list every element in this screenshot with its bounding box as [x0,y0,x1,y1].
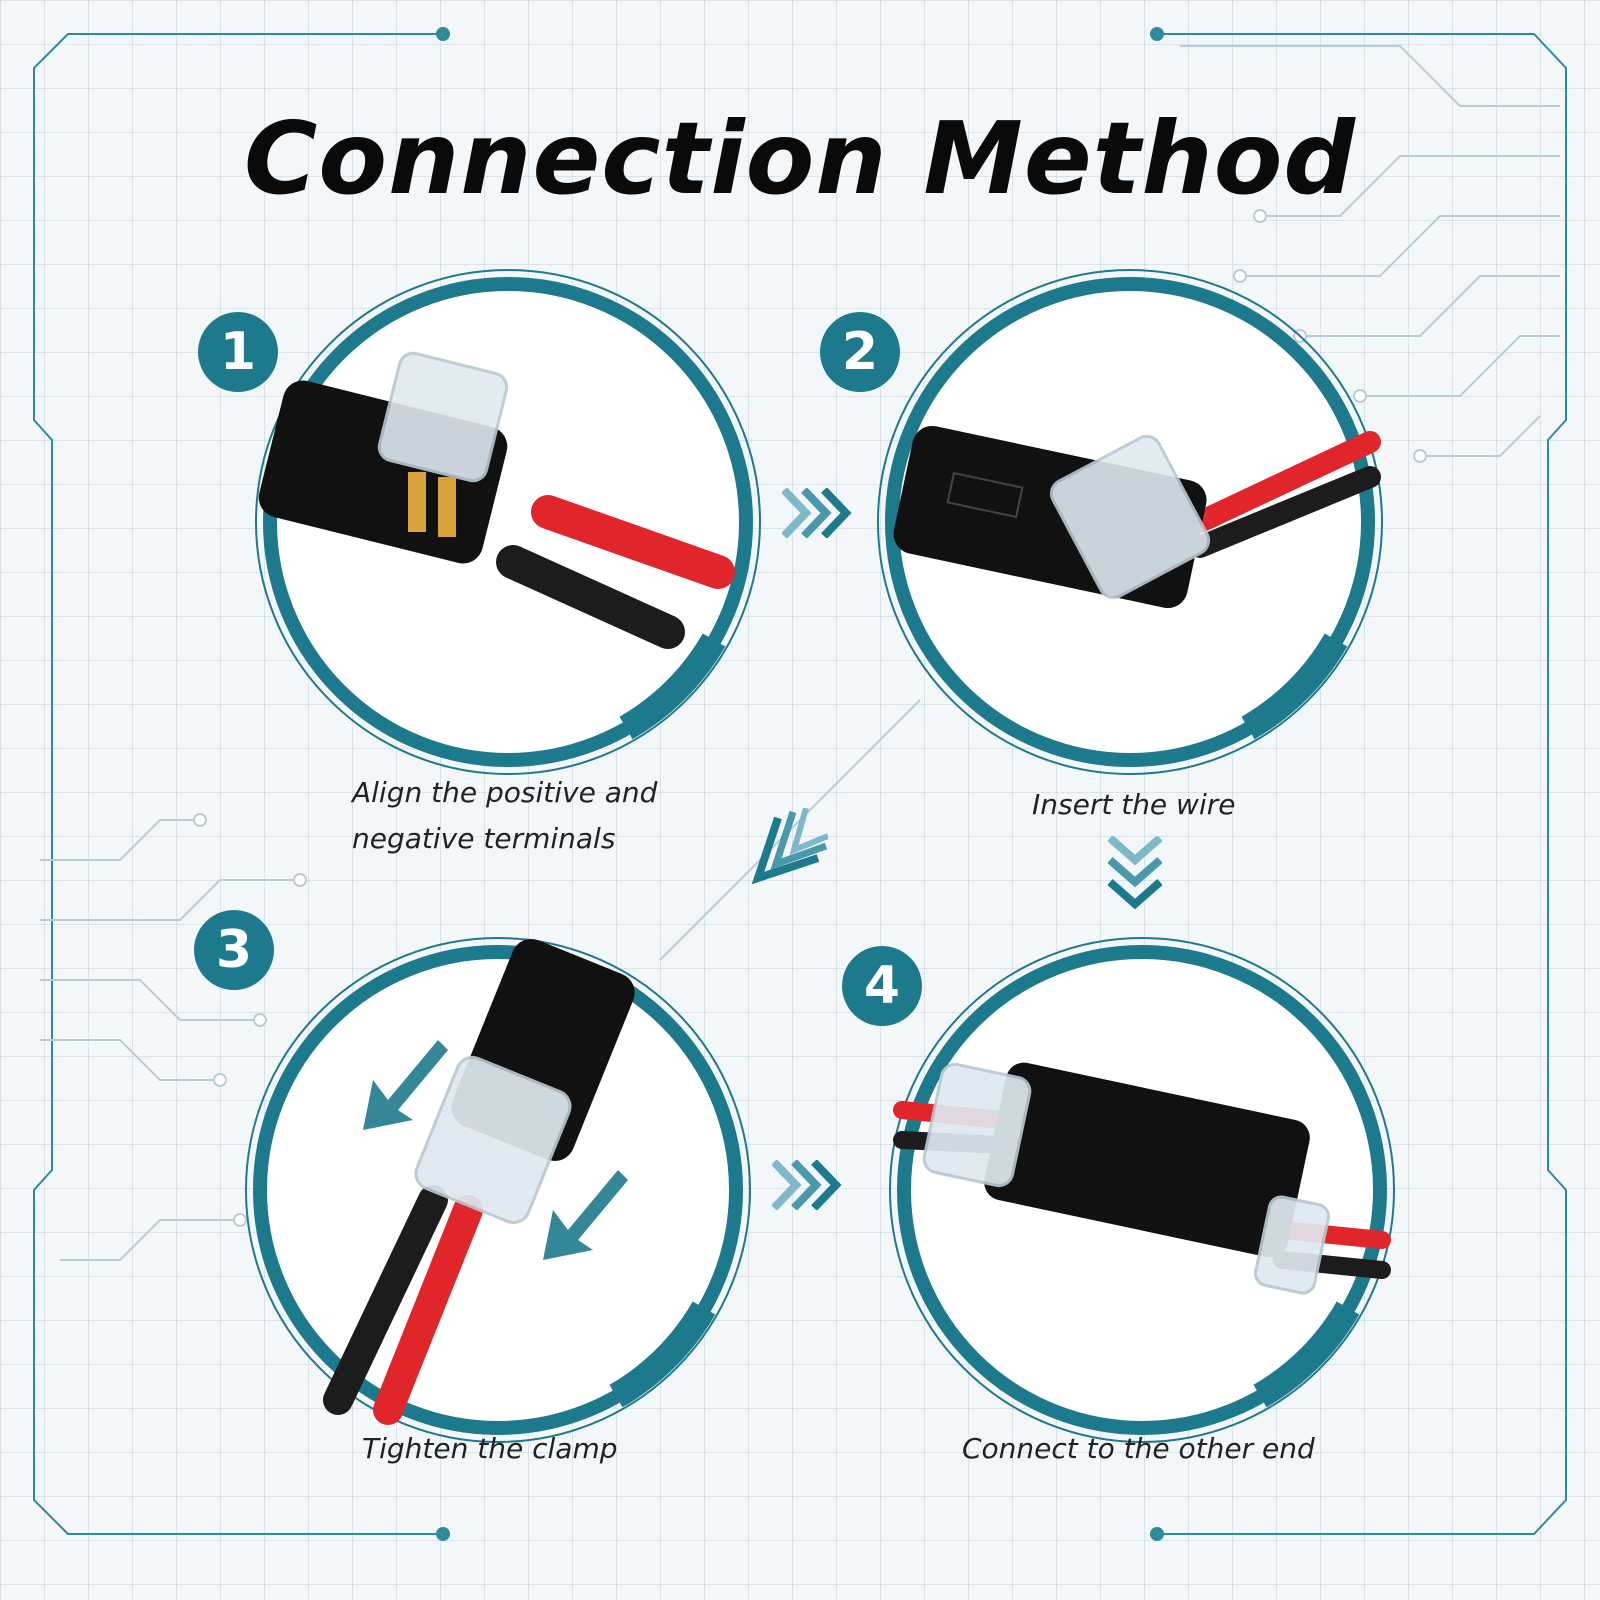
step-1-caption-line-1: Align the positive and [352,776,658,809]
step-2-illustration [877,269,1383,775]
step-4-caption: Connect to the other end [962,1426,1315,1472]
chevron-down-icon [1108,836,1162,910]
step-1-caption-line-2: negative terminals [352,822,616,855]
connector-open [258,351,509,564]
arrow-down-left-icon [363,1040,628,1260]
step-1-caption: Align the positive and negative terminal… [352,770,657,862]
step-4-caption-line-1: Connect to the other end [962,1432,1315,1465]
step-2-caption-line-1: Insert the wire [1032,788,1236,821]
step-2-panel: 2 [820,262,1390,782]
step-4-panel: 4 [842,930,1402,1450]
step-1-panel: 1 [198,262,768,782]
step-1-illustration [255,269,761,775]
chevron-right-icon [782,488,852,538]
step-2-badge: 2 [820,312,900,392]
connector-inserted [893,425,1211,609]
step-4-badge: 4 [842,946,922,1026]
page-title: Connection Method [244,100,1356,217]
chevron-down-left-icon [751,808,828,885]
chevron-right-icon [772,1160,842,1210]
step-1-badge: 1 [198,312,278,392]
connector-joined [922,1062,1330,1295]
step-3-panel: 3 [194,910,758,1450]
step-3-illustration [245,937,751,1443]
step-4-illustration [889,937,1395,1443]
step-2-caption: Insert the wire [1032,782,1235,828]
step-3-caption: Tighten the clamp [362,1426,618,1472]
step-3-caption-line-1: Tighten the clamp [362,1432,618,1465]
connector-clamped [414,938,635,1225]
step-3-badge: 3 [194,910,274,990]
